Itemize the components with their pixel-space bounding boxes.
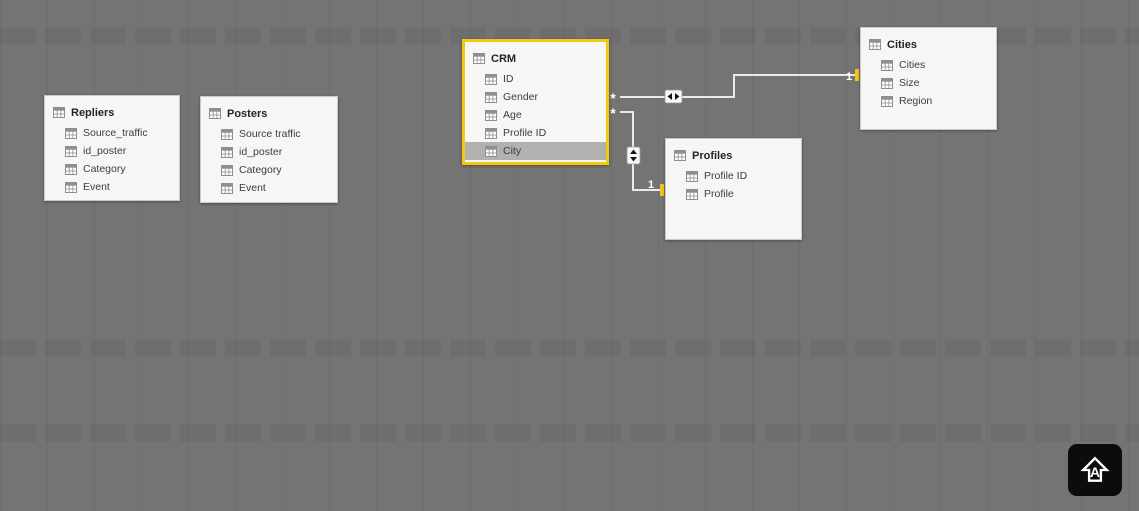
field-row-event[interactable]: Event [201, 179, 337, 197]
field-label: Region [899, 95, 933, 107]
field-row-age[interactable]: Age [465, 106, 606, 124]
field-icon [65, 163, 77, 175]
field-label: id_poster [239, 146, 283, 158]
relationship-crm-profiles[interactable]: *1 [610, 105, 664, 196]
table-title: Repliers [71, 106, 115, 119]
field-label: Gender [503, 91, 539, 103]
field-row-size[interactable]: Size [861, 74, 996, 92]
field-icon [221, 146, 233, 158]
cardinality-label-many: * [610, 90, 616, 106]
table-title: Profiles [692, 149, 733, 162]
relationship-line [620, 111, 662, 191]
field-label: Size [899, 77, 920, 89]
fit-to-screen-icon: A [1080, 455, 1110, 485]
table-header[interactable]: CRM [465, 42, 606, 70]
table-header[interactable]: Repliers [45, 96, 179, 124]
field-icon [686, 188, 698, 200]
field-row-category[interactable]: Category [201, 161, 337, 179]
field-icon [881, 77, 893, 89]
field-icon [881, 95, 893, 107]
field-row-source-traffic[interactable]: Source traffic [201, 125, 337, 143]
table-title: Cities [887, 38, 917, 51]
field-label: Source_traffic [83, 127, 148, 139]
field-row-profile-id[interactable]: Profile ID [666, 167, 801, 185]
table-icon [869, 39, 881, 50]
field-label: Category [83, 163, 126, 175]
table-icon [209, 108, 221, 119]
field-label: ID [503, 73, 514, 85]
field-label: id_poster [83, 145, 127, 157]
field-row-event[interactable]: Event [45, 178, 179, 196]
table-header[interactable]: Cities [861, 28, 996, 56]
field-icon [221, 128, 233, 140]
canvas-texture-band [0, 340, 1139, 357]
field-row-region[interactable]: Region [861, 92, 996, 110]
table-icon [53, 107, 65, 118]
field-label: Event [239, 182, 266, 194]
table-title: CRM [491, 52, 517, 65]
svg-text:A: A [1090, 464, 1100, 480]
field-row-id-poster[interactable]: id_poster [45, 142, 179, 160]
canvas-texture-band [0, 424, 1139, 442]
field-row-cities[interactable]: Cities [861, 56, 996, 74]
field-icon [65, 145, 77, 157]
field-icon [485, 127, 497, 139]
field-label: City [503, 145, 522, 157]
field-icon [485, 73, 497, 85]
table-header[interactable]: Profiles [666, 139, 801, 167]
field-row-gender[interactable]: Gender [465, 88, 606, 106]
field-icon [221, 164, 233, 176]
table-icon [473, 53, 485, 64]
field-label: Profile [704, 188, 734, 200]
field-row-category[interactable]: Category [45, 160, 179, 178]
field-icon [485, 145, 497, 157]
field-icon [881, 59, 893, 71]
cardinality-label-one: 1 [846, 71, 852, 83]
relationship-line [620, 74, 857, 98]
table-icon [674, 150, 686, 161]
field-row-city[interactable]: City [465, 142, 606, 160]
field-icon [65, 181, 77, 193]
field-row-source-traffic[interactable]: Source_traffic [45, 124, 179, 142]
field-label: Profile ID [503, 127, 547, 139]
field-row-id-poster[interactable]: id_poster [201, 143, 337, 161]
field-label: Event [83, 181, 110, 193]
field-label: Age [503, 109, 522, 121]
field-icon [221, 182, 233, 194]
field-label: Category [239, 164, 282, 176]
field-row-profile-id[interactable]: Profile ID [465, 124, 606, 142]
relationship-crm-cities[interactable]: *1 [610, 69, 859, 106]
cardinality-label-many: * [610, 105, 616, 121]
table-title: Posters [227, 107, 268, 120]
field-icon [65, 127, 77, 139]
field-row-id[interactable]: ID [465, 70, 606, 88]
field-icon [686, 170, 698, 182]
table-header[interactable]: Posters [201, 97, 337, 125]
fit-to-screen-button[interactable]: A [1068, 444, 1122, 496]
field-label: Profile ID [704, 170, 748, 182]
field-icon [485, 109, 497, 121]
field-icon [485, 91, 497, 103]
field-label: Cities [899, 59, 926, 71]
field-row-profile[interactable]: Profile [666, 185, 801, 203]
field-label: Source traffic [239, 128, 301, 140]
